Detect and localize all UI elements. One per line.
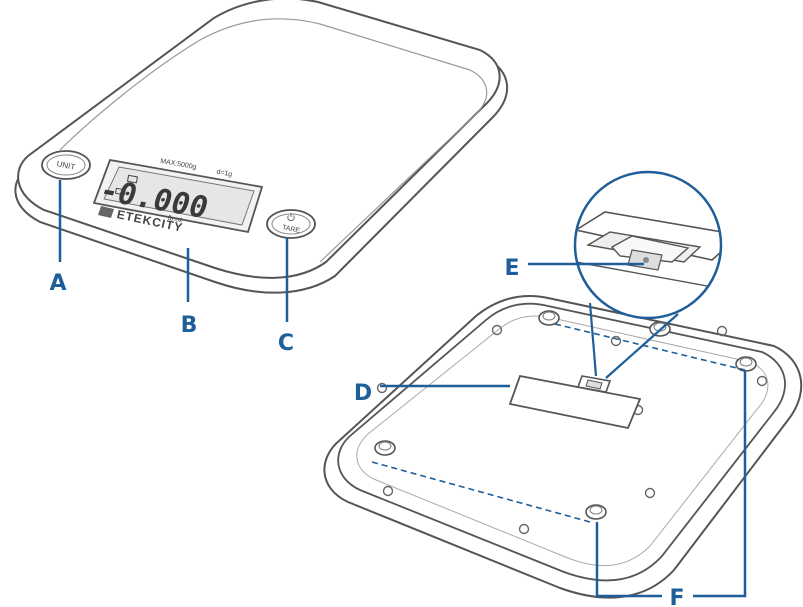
- magnifier-line-right: [605, 313, 679, 379]
- tare-button-label: TARE: [281, 224, 301, 235]
- lcd-screen: [103, 166, 255, 226]
- scale-plate-bevel-right: [319, 69, 488, 263]
- callout-line-f-right: [693, 370, 747, 598]
- callout-line-f: [595, 522, 662, 598]
- lcd-unit: lb:oz: [167, 215, 183, 225]
- callout-label-a: A: [49, 271, 66, 296]
- callout-label-d: D: [354, 381, 372, 406]
- tare-button[interactable]: TARE: [266, 209, 316, 239]
- underside-plate: [337, 302, 786, 582]
- feet-guide-top: [554, 323, 746, 371]
- underside-inner-rim: [356, 315, 769, 567]
- foot-left: [374, 440, 396, 456]
- callout-label-f: F: [669, 586, 684, 607]
- foot-bottom: [585, 504, 607, 520]
- screw-holes: [376, 324, 768, 535]
- scale-pan-icon: [114, 187, 126, 196]
- foot-right: [735, 356, 757, 372]
- scale-bottom-view: [323, 295, 803, 599]
- feet-guide-bottom: [371, 461, 591, 523]
- magnifier-detail: [573, 170, 723, 320]
- battery-icon: [126, 174, 139, 184]
- callout-label-b: B: [181, 313, 198, 338]
- callout-label-e: E: [504, 256, 519, 281]
- power-icon: [287, 213, 295, 222]
- switch-slot: [576, 375, 612, 393]
- foot-top-left: [538, 310, 560, 326]
- lcd-division: d=1g: [216, 169, 233, 179]
- magnifier-ring: [573, 170, 723, 320]
- scale-top-view: UNIT MAX:5000g d=1g -0.000 lb:oz ETEKCIT…: [14, 0, 508, 294]
- unit-button[interactable]: UNIT: [41, 150, 91, 180]
- magnifier-line-left: [588, 302, 598, 377]
- callout-label-c: C: [278, 331, 294, 356]
- scale-plate-bevel: [59, 18, 471, 151]
- unit-button-label: UNIT: [56, 159, 76, 172]
- etekcity-logo-icon: [98, 206, 114, 218]
